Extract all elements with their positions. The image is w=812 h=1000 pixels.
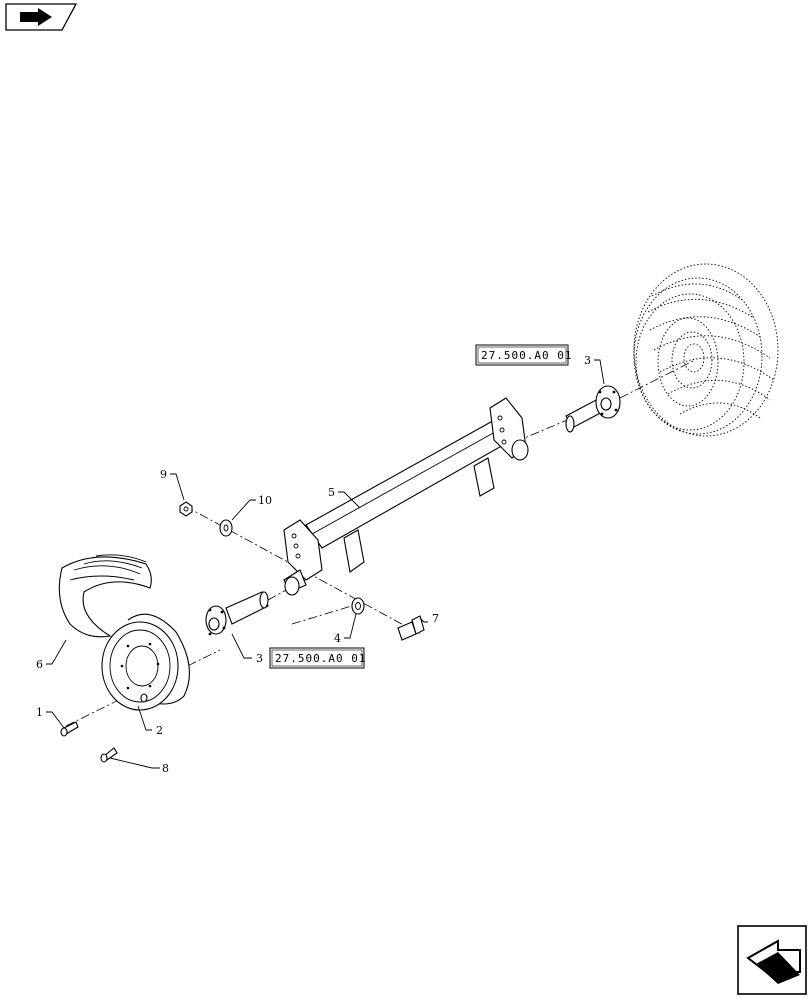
tire-wheel-right [633,263,779,437]
wheel-stud-item-8 [100,747,118,763]
washer-item-10 [219,519,233,537]
callout-3-upper: 3 [584,354,591,367]
nut-item-9 [179,501,193,517]
callout-4: 4 [334,632,341,645]
callout-10: 10 [258,494,272,507]
bolt-item-7 [397,615,425,641]
axle-beam [283,397,529,596]
callout-labels: 1 2 3 3 4 5 6 7 8 9 10 [36,354,591,775]
callout-6: 6 [36,658,43,671]
page-nav-icon[interactable] [5,3,78,31]
callout-8: 8 [162,762,169,775]
callout-1: 1 [36,706,43,719]
ref-upper-text: 27.500.A0 01 [481,349,572,362]
next-page-icon[interactable] [737,925,807,995]
ref-link-lower[interactable]: 27.500.A0 01 [269,647,366,669]
leader-lines [46,359,605,769]
spindle-left [205,591,269,636]
spindle-right [565,385,621,433]
callout-7: 7 [432,612,439,625]
callout-2: 2 [156,724,163,737]
callout-3-lower: 3 [256,652,263,665]
tire-section-left [58,554,152,638]
ref-lower-text: 27.500.A0 01 [275,652,366,665]
wheel-rim-left [101,613,190,711]
ref-link-upper[interactable]: 27.500.A0 01 [475,344,572,366]
callout-9: 9 [160,468,167,481]
nut-item-4 [351,597,365,615]
callout-5: 5 [328,486,335,499]
